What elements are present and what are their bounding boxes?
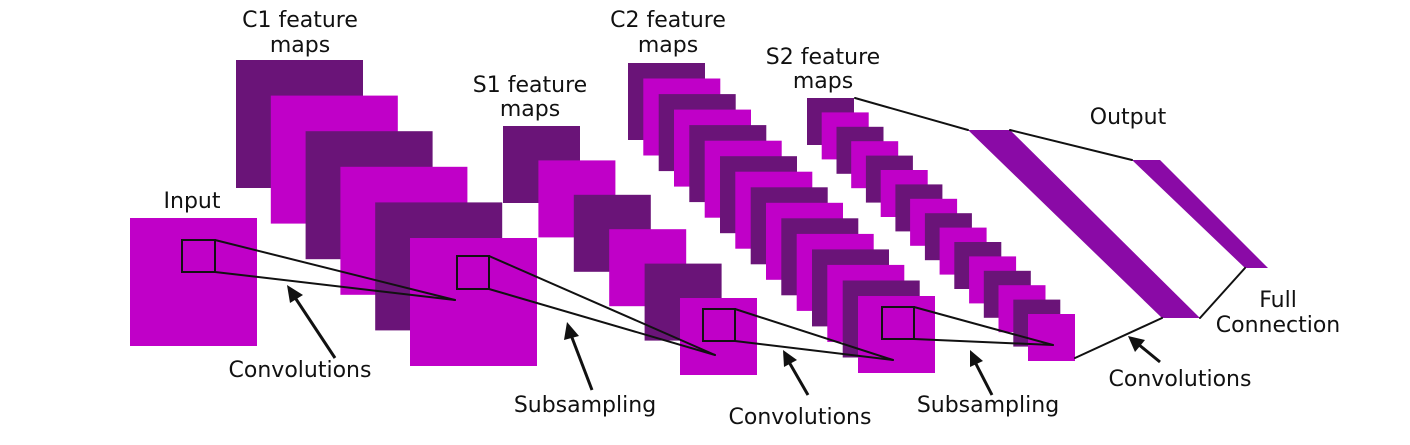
feature-map (1028, 314, 1075, 361)
label-subsampling-2: Subsampling (917, 393, 1059, 418)
output-bar-left (968, 130, 1200, 318)
label-c2-line2: maps (638, 33, 698, 58)
label-subsampling-1: Subsampling (514, 393, 656, 418)
arrow-convolutions-2 (783, 350, 810, 396)
label-s2-line1: S2 feature (766, 45, 880, 70)
label-convolutions-3: Convolutions (1109, 367, 1252, 392)
receptive-field-s1 (702, 308, 736, 342)
receptive-field-input (181, 239, 216, 273)
connection-line (913, 306, 1054, 346)
c1-feature-maps-stack (236, 60, 537, 366)
label-convolutions-2: Convolutions (729, 405, 872, 430)
label-c2-line1: C2 feature (610, 8, 726, 33)
connection-line (913, 338, 1054, 346)
arrow-convolutions-3 (1128, 336, 1161, 364)
connection-line (734, 340, 894, 361)
connection-line (854, 97, 969, 131)
label-input: Input (164, 189, 221, 214)
s1-feature-maps-stack (503, 126, 757, 375)
connection-line (214, 271, 456, 301)
connection-line (1199, 267, 1246, 319)
label-s2-line2: maps (793, 69, 853, 94)
receptive-field-c1 (456, 255, 490, 290)
label-full-line1: Full (1259, 288, 1297, 313)
connection-line (1009, 129, 1133, 161)
arrow-convolutions-1 (287, 285, 337, 359)
arrow-subsampling-2 (970, 350, 994, 396)
label-s1-line1: S1 feature (473, 73, 587, 98)
feature-map (680, 298, 757, 375)
label-s1-line2: maps (500, 97, 560, 122)
label-full-line2: Connection (1216, 313, 1340, 338)
feature-map (410, 238, 537, 366)
connection-line (1074, 317, 1163, 359)
arrow-subsampling-1 (564, 322, 594, 391)
connection-line (734, 308, 894, 361)
connection-line (214, 239, 456, 301)
connection-line (488, 288, 716, 356)
c2-feature-maps-stack (628, 63, 935, 373)
output-bar-right (1132, 160, 1268, 268)
label-convolutions-1: Convolutions (229, 358, 372, 383)
connection-line (488, 255, 716, 356)
receptive-field-c2 (881, 306, 915, 340)
s2-feature-maps-stack (807, 98, 1075, 361)
label-c1-line2: maps (270, 33, 330, 58)
input-map (130, 218, 257, 346)
label-c1-line1: C1 feature (242, 8, 358, 33)
label-output: Output (1090, 105, 1167, 130)
